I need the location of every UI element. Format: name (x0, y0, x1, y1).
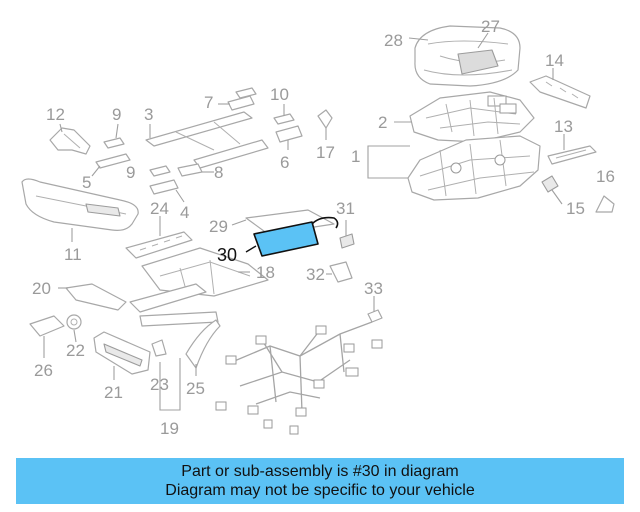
callout-22: 22 (66, 341, 85, 360)
part-1-seat-frame (407, 135, 541, 201)
callout-29: 29 (209, 217, 228, 236)
part-7-pad (227, 87, 257, 111)
part-8-strip (177, 163, 203, 177)
callout-6: 6 (280, 153, 289, 172)
lead-1 (367, 145, 410, 179)
part-18-frame (129, 247, 269, 327)
callout-26: 26 (34, 361, 53, 380)
lead-4 (175, 189, 185, 203)
part-15-clip (541, 175, 559, 193)
part-26-tray (29, 315, 65, 337)
lead-27 (477, 32, 489, 49)
callout-21: 21 (104, 383, 123, 402)
part-9-upper (103, 137, 125, 149)
callout-24: 24 (150, 199, 169, 218)
callout-28: 28 (384, 31, 403, 50)
callout-10: 10 (270, 85, 289, 104)
lead-5 (91, 165, 101, 177)
part-25-cover (185, 319, 221, 369)
callout-7: 7 (204, 93, 213, 112)
callout-13: 13 (554, 117, 573, 136)
lead-28 (408, 37, 429, 41)
info-banner: Part or sub-assembly is #30 in diagram D… (16, 458, 624, 504)
part-10-pad (273, 113, 295, 125)
callout-5: 5 (82, 173, 91, 192)
callout-2: 2 (378, 113, 387, 132)
callout-9-lower: 9 (126, 163, 135, 182)
callout-20: 20 (32, 279, 51, 298)
part-16-cover (595, 195, 615, 213)
callout-16: 16 (596, 167, 615, 186)
lead-22 (73, 329, 77, 343)
callout-19: 19 (160, 419, 179, 438)
part-28-cushion (414, 25, 521, 87)
part-3-rail (145, 111, 269, 169)
part-31-connector (339, 233, 355, 249)
part-5-strip (95, 153, 131, 169)
lead-12 (59, 123, 63, 133)
callout-27: 27 (481, 17, 500, 36)
callout-33: 33 (364, 279, 383, 298)
lead-9a (115, 123, 119, 139)
part-20-trim (65, 283, 127, 311)
callout-17: 17 (316, 143, 335, 162)
callout-9-upper: 9 (112, 105, 121, 124)
callout-31: 31 (336, 199, 355, 218)
part-12-bracket (49, 127, 91, 155)
wiring-harness (215, 321, 383, 435)
part-13-rail (547, 145, 597, 165)
lead-15 (551, 189, 563, 205)
banner-line-2: Diagram may not be specific to your vehi… (165, 482, 475, 499)
part-23-clip (151, 339, 167, 357)
part-17-knob (317, 109, 333, 129)
callout-12: 12 (46, 105, 65, 124)
lead-30 (245, 245, 257, 253)
callout-15: 15 (566, 199, 585, 218)
part-22-knob (66, 314, 82, 330)
part-21-cover (93, 331, 151, 375)
part-33-clip (367, 309, 383, 323)
part-24-panel (125, 231, 193, 259)
callout-11: 11 (64, 245, 82, 264)
callout-32: 32 (306, 265, 325, 284)
callout-23: 23 (150, 375, 169, 394)
banner-line-1: Part or sub-assembly is #30 in diagram (181, 463, 459, 480)
callout-4: 4 (180, 203, 189, 222)
callout-25: 25 (186, 379, 205, 398)
part-4-strip (149, 179, 179, 195)
part-30-heater-mat (253, 216, 339, 257)
callout-14: 14 (545, 51, 564, 70)
part-32-bracket (329, 261, 353, 283)
callout-18: 18 (256, 263, 275, 282)
part-11-side-trim (21, 178, 139, 231)
callout-30: 30 (217, 245, 237, 265)
part-9-lower (149, 165, 171, 177)
part-14-bracket (529, 75, 591, 109)
part-29-mat-outline (245, 209, 335, 235)
callout-8: 8 (214, 163, 223, 182)
part-6-bracket (275, 125, 303, 143)
lead-19 (159, 358, 181, 411)
lead-29 (231, 219, 247, 226)
callout-1: 1 (351, 147, 360, 166)
callout-3: 3 (144, 105, 153, 124)
part-2-seat-pan (409, 91, 535, 143)
